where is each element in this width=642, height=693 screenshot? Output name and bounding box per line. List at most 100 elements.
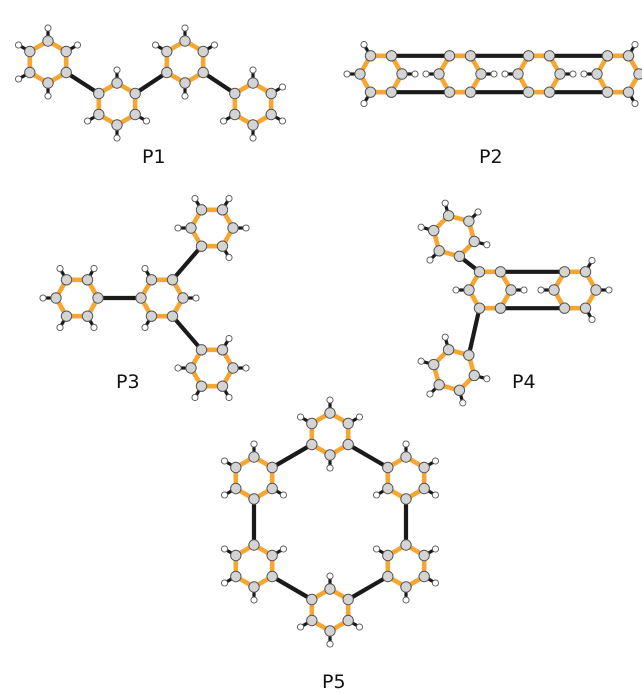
p1-carbon-atom-80 bbox=[197, 45, 209, 58]
p4-hydrogen-atom-52 bbox=[588, 315, 596, 323]
p1-hydrogen-atom-57 bbox=[210, 41, 218, 49]
p5-carbon-atom-93 bbox=[306, 417, 318, 430]
p2-hydrogen-atom-43 bbox=[360, 99, 368, 107]
p4-hydrogen-atom-56 bbox=[459, 399, 467, 407]
p1-carbon-atom-69 bbox=[129, 108, 141, 121]
p2-carbon-atom-55 bbox=[385, 86, 398, 98]
label-p3: P3 bbox=[116, 371, 140, 393]
p4-carbon-atom-72 bbox=[590, 284, 602, 296]
p1-carbon-atom-63 bbox=[60, 66, 72, 79]
p3-carbon-atom-68 bbox=[81, 274, 94, 286]
p5-carbon-atom-107 bbox=[418, 549, 430, 562]
p1-carbon-atom-85 bbox=[247, 77, 259, 89]
p2-carbon-atom-77 bbox=[622, 50, 635, 62]
p3-carbon-atom-82 bbox=[216, 380, 229, 392]
p4-carbon-atom-78 bbox=[468, 369, 480, 382]
p4-carbon-atom-65 bbox=[463, 215, 475, 227]
p3-carbon-atom-66 bbox=[50, 292, 62, 304]
p2-hydrogen-atom-51 bbox=[631, 99, 639, 107]
p2-carbon-atom-63 bbox=[433, 68, 445, 80]
p3-carbon-atom-69 bbox=[177, 292, 189, 304]
p2-hydrogen-atom-42 bbox=[411, 70, 419, 78]
p2-hydrogen-atom-45 bbox=[360, 41, 368, 49]
p5-hydrogen-atom-87 bbox=[221, 491, 229, 499]
p1-carbon-atom-67 bbox=[42, 35, 54, 47]
p5-hydrogen-atom-74 bbox=[431, 579, 439, 587]
p5-hydrogen-atom-71 bbox=[373, 491, 381, 499]
p1-carbon-atom-78 bbox=[161, 45, 173, 58]
p2-carbon-atom-54 bbox=[396, 68, 408, 80]
p4-carbon-atom-64 bbox=[442, 210, 455, 222]
p2-hydrogen-atom-49 bbox=[501, 70, 509, 78]
p5-hydrogen-atom-75 bbox=[402, 596, 410, 604]
p1-hydrogen-atom-46 bbox=[15, 75, 23, 83]
p3-hydrogen-atom-59 bbox=[225, 393, 233, 401]
p5-carbon-atom-100 bbox=[400, 451, 412, 463]
p5-carbon-atom-119 bbox=[266, 549, 278, 562]
p1-hydrogen-atom-56 bbox=[181, 24, 189, 32]
p5-carbon-atom-97 bbox=[400, 493, 412, 505]
p2-carbon-atom-58 bbox=[364, 50, 377, 62]
p2-hydrogen-atom-48 bbox=[569, 70, 577, 78]
p2-carbon-atom-73 bbox=[622, 86, 635, 98]
label-p4: P4 bbox=[512, 371, 536, 393]
p4-carbon-atom-79 bbox=[453, 384, 466, 396]
p5-carbon-atom-105 bbox=[382, 549, 394, 562]
p3-carbon-atom-70 bbox=[166, 310, 179, 322]
p3-carbon-atom-67 bbox=[60, 274, 73, 286]
p3-carbon-atom-74 bbox=[166, 274, 179, 286]
p2-hydrogen-atom-47 bbox=[422, 70, 430, 78]
p4-hydrogen-atom-46 bbox=[417, 223, 425, 231]
p3-carbon-atom-78 bbox=[185, 222, 197, 234]
p3-carbon-atom-85 bbox=[195, 344, 208, 356]
p5-carbon-atom-91 bbox=[324, 449, 336, 461]
p2-carbon-atom-70 bbox=[522, 50, 535, 62]
p5-carbon-atom-108 bbox=[342, 614, 354, 627]
p1-hydrogen-atom-59 bbox=[249, 134, 257, 142]
p3-single-bond-19 bbox=[170, 244, 204, 282]
p3-carbon-atom-84 bbox=[185, 362, 197, 374]
p1-carbon-atom-70 bbox=[111, 119, 123, 131]
p3-hydrogen-atom-51 bbox=[141, 323, 149, 331]
p4-hydrogen-atom-58 bbox=[417, 357, 425, 365]
p4-hydrogen-atom-44 bbox=[483, 241, 491, 249]
p5-carbon-atom-109 bbox=[324, 625, 336, 637]
p5-hydrogen-atom-72 bbox=[402, 440, 410, 448]
p1-hydrogen-atom-61 bbox=[249, 66, 257, 74]
p3-carbon-atom-79 bbox=[195, 204, 208, 216]
p2-carbon-atom-59 bbox=[385, 50, 398, 62]
p1-carbon-atom-81 bbox=[265, 108, 277, 121]
p2-carbon-atom-60 bbox=[475, 68, 487, 80]
p5-carbon-atom-114 bbox=[266, 570, 278, 583]
p1-hydrogen-atom-58 bbox=[278, 117, 286, 125]
p5-carbon-atom-116 bbox=[230, 570, 242, 583]
p1-carbon-atom-64 bbox=[42, 77, 54, 89]
p4-carbon-atom-67 bbox=[494, 302, 507, 314]
p5-hydrogen-atom-88 bbox=[221, 457, 229, 465]
p2-carbon-atom-72 bbox=[633, 68, 642, 80]
p5-carbon-atom-117 bbox=[230, 549, 242, 562]
p3-hydrogen-atom-49 bbox=[90, 265, 98, 273]
p2-hydrogen-atom-44 bbox=[343, 70, 351, 78]
p5-hydrogen-atom-83 bbox=[221, 579, 229, 587]
p5-carbon-atom-118 bbox=[248, 539, 260, 551]
p2-hydrogen-atom-53 bbox=[631, 41, 639, 49]
p5-carbon-atom-123 bbox=[230, 461, 242, 474]
p5-single-bond-24 bbox=[347, 442, 389, 470]
p2-carbon-atom-67 bbox=[543, 86, 556, 98]
molecule-p1 bbox=[15, 24, 286, 142]
p3-carbon-atom-64 bbox=[81, 310, 94, 322]
p5-hydrogen-atom-79 bbox=[326, 640, 334, 648]
p5-carbon-atom-101 bbox=[418, 461, 430, 474]
p5-hydrogen-atom-86 bbox=[279, 491, 287, 499]
p4-carbon-atom-68 bbox=[473, 302, 486, 314]
p3-hydrogen-atom-53 bbox=[242, 224, 250, 232]
p3-hydrogen-atom-47 bbox=[39, 294, 47, 302]
p4-hydrogen-atom-51 bbox=[605, 286, 613, 294]
p2-carbon-atom-76 bbox=[601, 50, 614, 62]
p2-carbon-atom-61 bbox=[464, 86, 477, 98]
p5-carbon-atom-102 bbox=[418, 570, 430, 583]
p1-hydrogen-atom-49 bbox=[73, 41, 81, 49]
p5-carbon-atom-120 bbox=[266, 482, 278, 495]
p1-hydrogen-atom-51 bbox=[113, 134, 121, 142]
